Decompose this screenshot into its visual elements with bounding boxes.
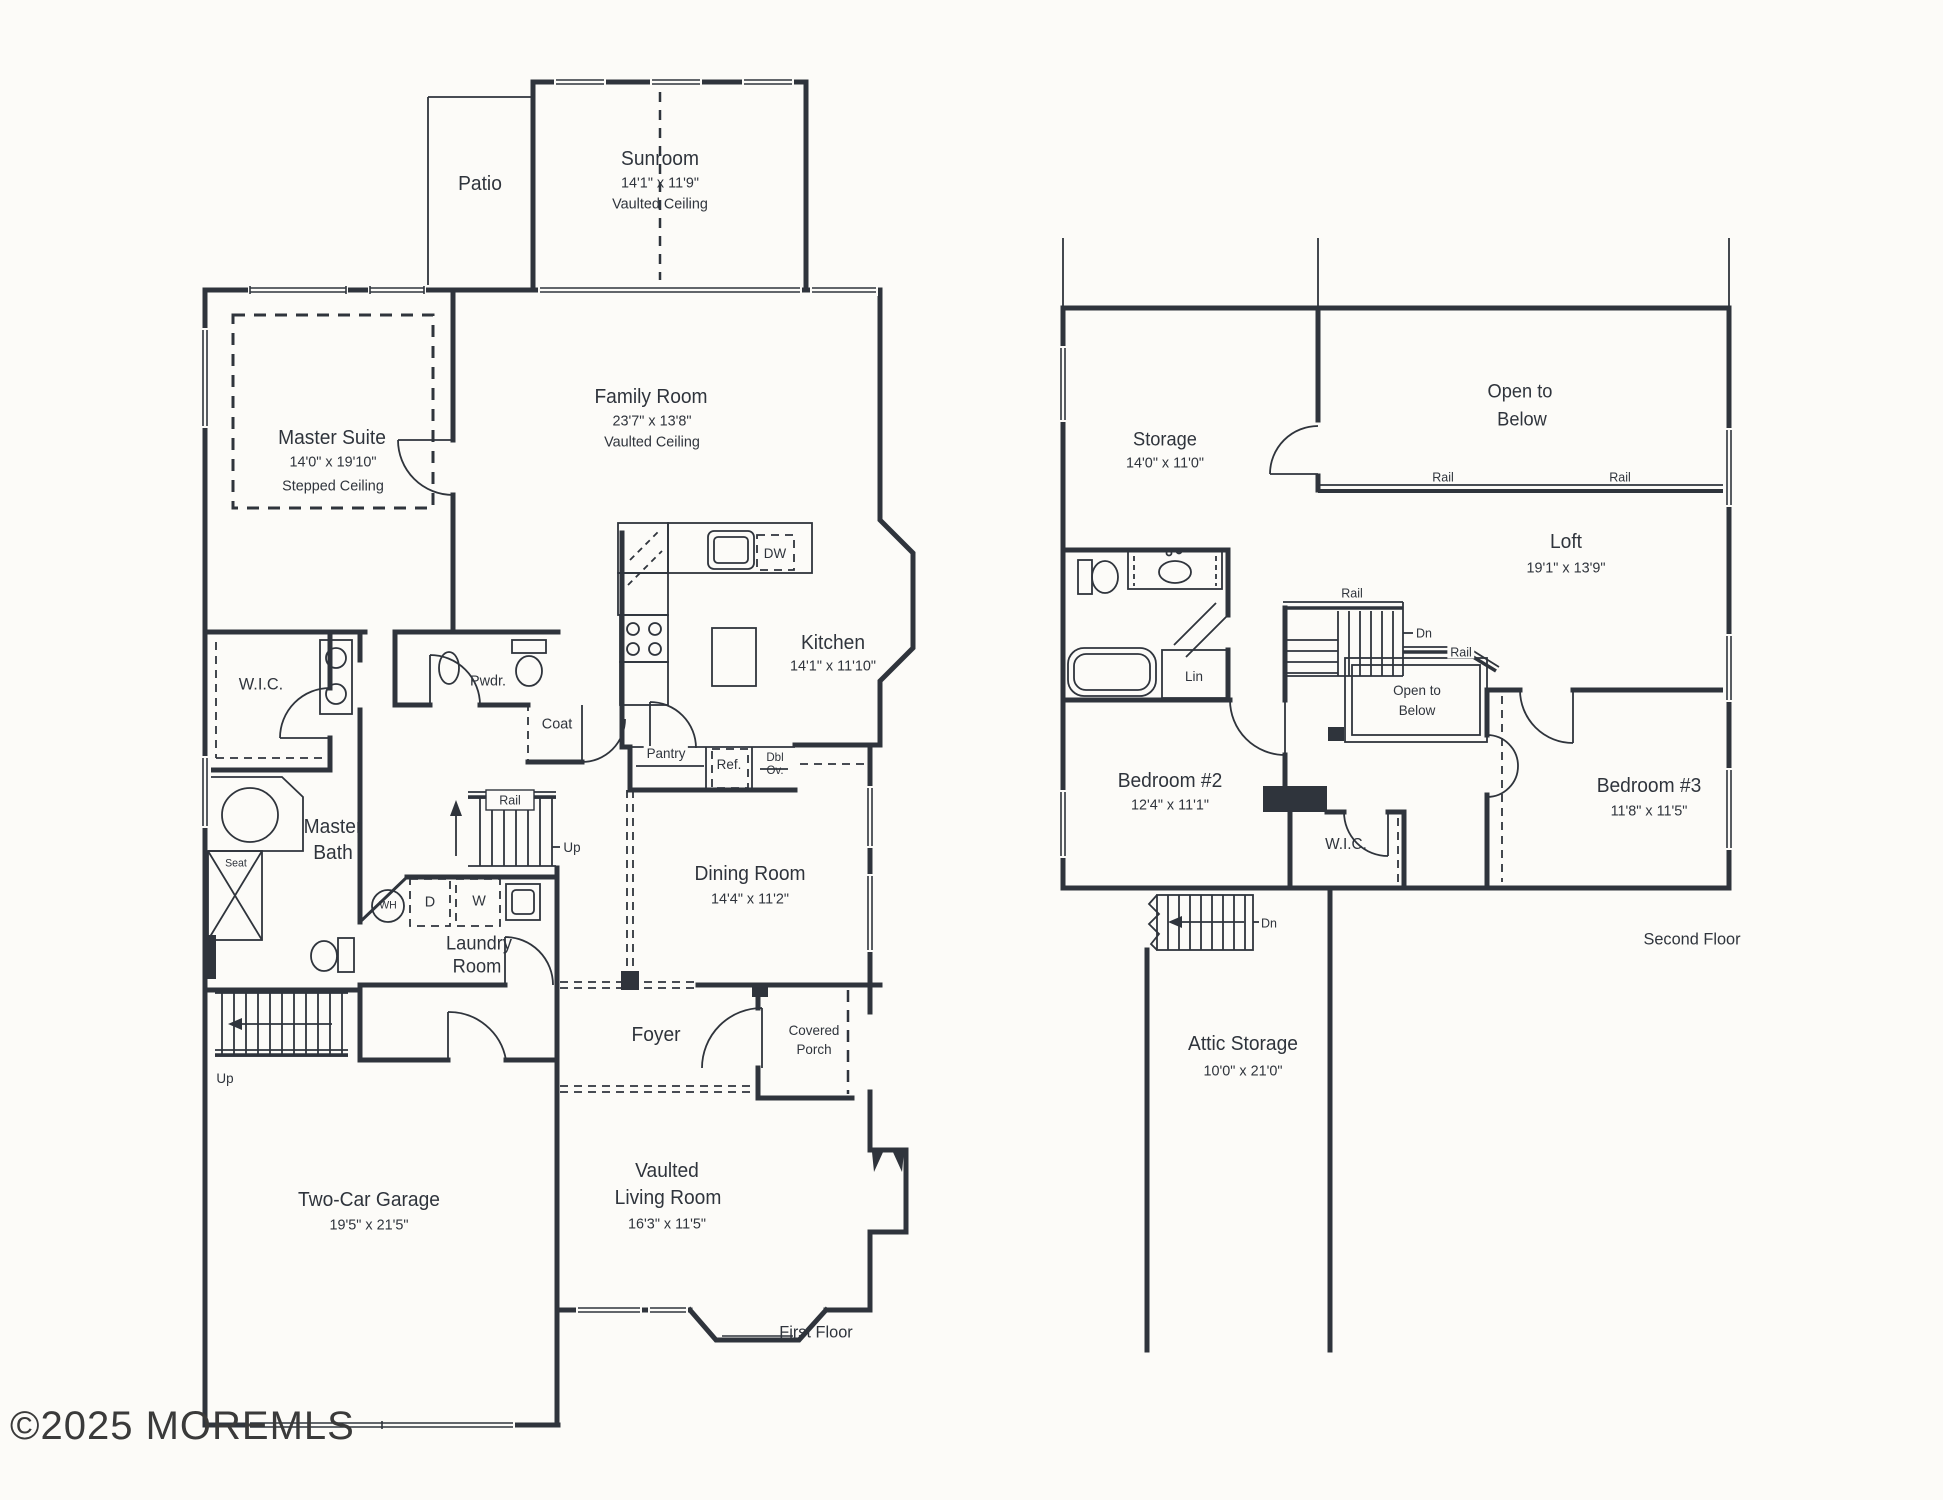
- room-label-porch-1: Covered: [788, 1022, 840, 1038]
- room-label-wic-first: W.I.C.: [238, 674, 284, 694]
- fixture-label-water-heater: WH: [379, 899, 397, 912]
- room-label-master-suite: Master Suite: [278, 427, 386, 449]
- room-label-patio: Patio: [458, 173, 502, 195]
- room-note-master-suite: Stepped Ceiling: [282, 477, 384, 495]
- fixture-label-dryer: D: [424, 893, 436, 911]
- room-label-dining: Dining Room: [694, 863, 806, 885]
- room-label-linen: Lin: [1185, 668, 1203, 684]
- annotation-up-garage: Up: [216, 1070, 234, 1086]
- room-label-master-bath-1: Master: [303, 816, 363, 838]
- room-dims-loft: 19'1" x 13'9": [1526, 559, 1606, 577]
- room-label-sunroom: Sunroom: [621, 148, 699, 170]
- rail-box: [485, 789, 535, 811]
- annotation-dn-stairs: Dn: [1413, 626, 1435, 640]
- fixture-label-pantry: Pantry: [643, 746, 689, 760]
- room-dims-storage: 14'0" x 11'0": [1126, 454, 1204, 472]
- room-label-loft: Loft: [1549, 531, 1583, 553]
- room-dims-garage: 19'5" x 21'5": [329, 1216, 409, 1234]
- windows: [202, 79, 1732, 1429]
- fixture-label-double-oven-1: Dbl: [766, 750, 784, 764]
- annotation-open-below-1: Open to: [1487, 381, 1553, 403]
- room-dims-sunroom: 14'1" x 11'9": [621, 174, 699, 192]
- room-dims-attic: 10'0" x 21'0": [1203, 1062, 1283, 1080]
- annotation-rail-stair-mid: Rail: [1447, 645, 1475, 659]
- caption-first-floor: First Floor: [779, 1322, 853, 1342]
- annotation-rail-stair-top: Rail: [1338, 586, 1366, 600]
- annotation-rail-right: Rail: [1606, 470, 1634, 484]
- room-label-porch-2: Porch: [796, 1041, 832, 1057]
- room-label-living-2: Living Room: [614, 1187, 722, 1209]
- room-label-laundry-2: Room: [452, 956, 502, 978]
- room-note-family-room: Vaulted Ceiling: [604, 433, 700, 451]
- room-dims-dining: 14'4" x 11'2": [711, 890, 789, 908]
- room-label-living-1: Vaulted: [635, 1160, 699, 1182]
- dashed-lines: [215, 92, 1503, 1094]
- room-note-sunroom: Vaulted Ceiling: [612, 195, 708, 213]
- annotation-stair-open-1: Open to: [1393, 682, 1441, 698]
- room-dims-bedroom2: 12'4" x 11'1": [1131, 796, 1209, 814]
- fixture-label-double-oven-2: Ov.: [766, 763, 784, 777]
- room-label-laundry-1: Laundry: [446, 933, 512, 955]
- room-label-coat: Coat: [538, 716, 576, 732]
- fixture-label-washer: W: [472, 892, 486, 910]
- room-dims-master-suite: 14'0" x 19'10": [289, 453, 377, 471]
- wall-posts: [203, 727, 1344, 1172]
- annotation-rail-first: Rail: [499, 792, 521, 808]
- room-label-family-room: Family Room: [594, 386, 708, 408]
- room-dims-kitchen: 14'1" x 11'10": [790, 657, 876, 675]
- fixture-label-seat: Seat: [222, 858, 250, 870]
- watermark: ©2025 MOREMLS: [10, 1404, 355, 1448]
- room-label-kitchen: Kitchen: [800, 632, 866, 654]
- window-gaps: [199, 76, 1735, 1431]
- room-label-foyer: Foyer: [631, 1024, 681, 1046]
- room-dims-family-room: 23'7" x 13'8": [612, 412, 692, 430]
- annotation-dn-attic: Dn: [1261, 915, 1277, 931]
- annotation-rail-left: Rail: [1429, 470, 1457, 484]
- room-label-attic: Attic Storage: [1188, 1033, 1298, 1055]
- annotation-stair-open-2: Below: [1398, 702, 1436, 718]
- room-label-master-bath-2: Bath: [313, 842, 353, 864]
- room-label-bedroom2: Bedroom #2: [1117, 770, 1223, 792]
- room-dims-living: 16'3" x 11'5": [628, 1215, 706, 1233]
- fixture-label-fridge: Ref.: [716, 756, 742, 772]
- room-label-wic-second: W.I.C.: [1325, 836, 1367, 853]
- room-label-powder: Pwdr.: [469, 672, 507, 690]
- room-label-bedroom3: Bedroom #3: [1596, 775, 1702, 797]
- caption-second-floor: Second Floor: [1643, 929, 1741, 949]
- walls-thin: [207, 96, 1730, 1069]
- walls-thick: [202, 79, 1732, 1428]
- room-dims-bedroom3: 11'8" x 11'5": [1610, 802, 1688, 820]
- room-label-garage: Two-Car Garage: [298, 1189, 440, 1211]
- room-label-storage: Storage: [1133, 429, 1197, 451]
- annotation-open-below-2: Below: [1497, 409, 1547, 431]
- fixture-label-dishwasher: DW: [760, 546, 790, 560]
- annotation-up-stairs: Up: [560, 840, 584, 854]
